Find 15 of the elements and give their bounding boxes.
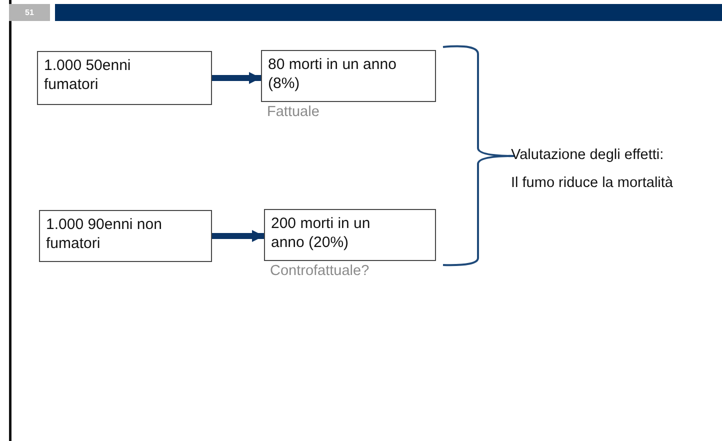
text-box <box>264 209 436 261</box>
box-caption: Fattuale <box>267 104 320 120</box>
box-caption: Controfattuale? <box>270 263 370 279</box>
box-text: 200 morti in un anno (20%) <box>271 215 370 251</box>
box-text: 80 morti in un anno (8%) <box>268 56 396 92</box>
arrow <box>212 230 264 242</box>
conclusion-text: Il fumo riduce la mortalità <box>511 175 673 191</box>
box-text: 1.000 90enni non fumatori <box>46 216 162 252</box>
arrow <box>212 72 261 84</box>
conclusion-heading: Valutazione degli effetti: <box>511 147 664 163</box>
text-box <box>37 51 212 105</box>
text-box <box>261 50 436 102</box>
page-number: 51 <box>9 4 50 21</box>
box-text: 1.000 50enni fumatori <box>44 57 131 93</box>
text-box <box>39 210 212 262</box>
